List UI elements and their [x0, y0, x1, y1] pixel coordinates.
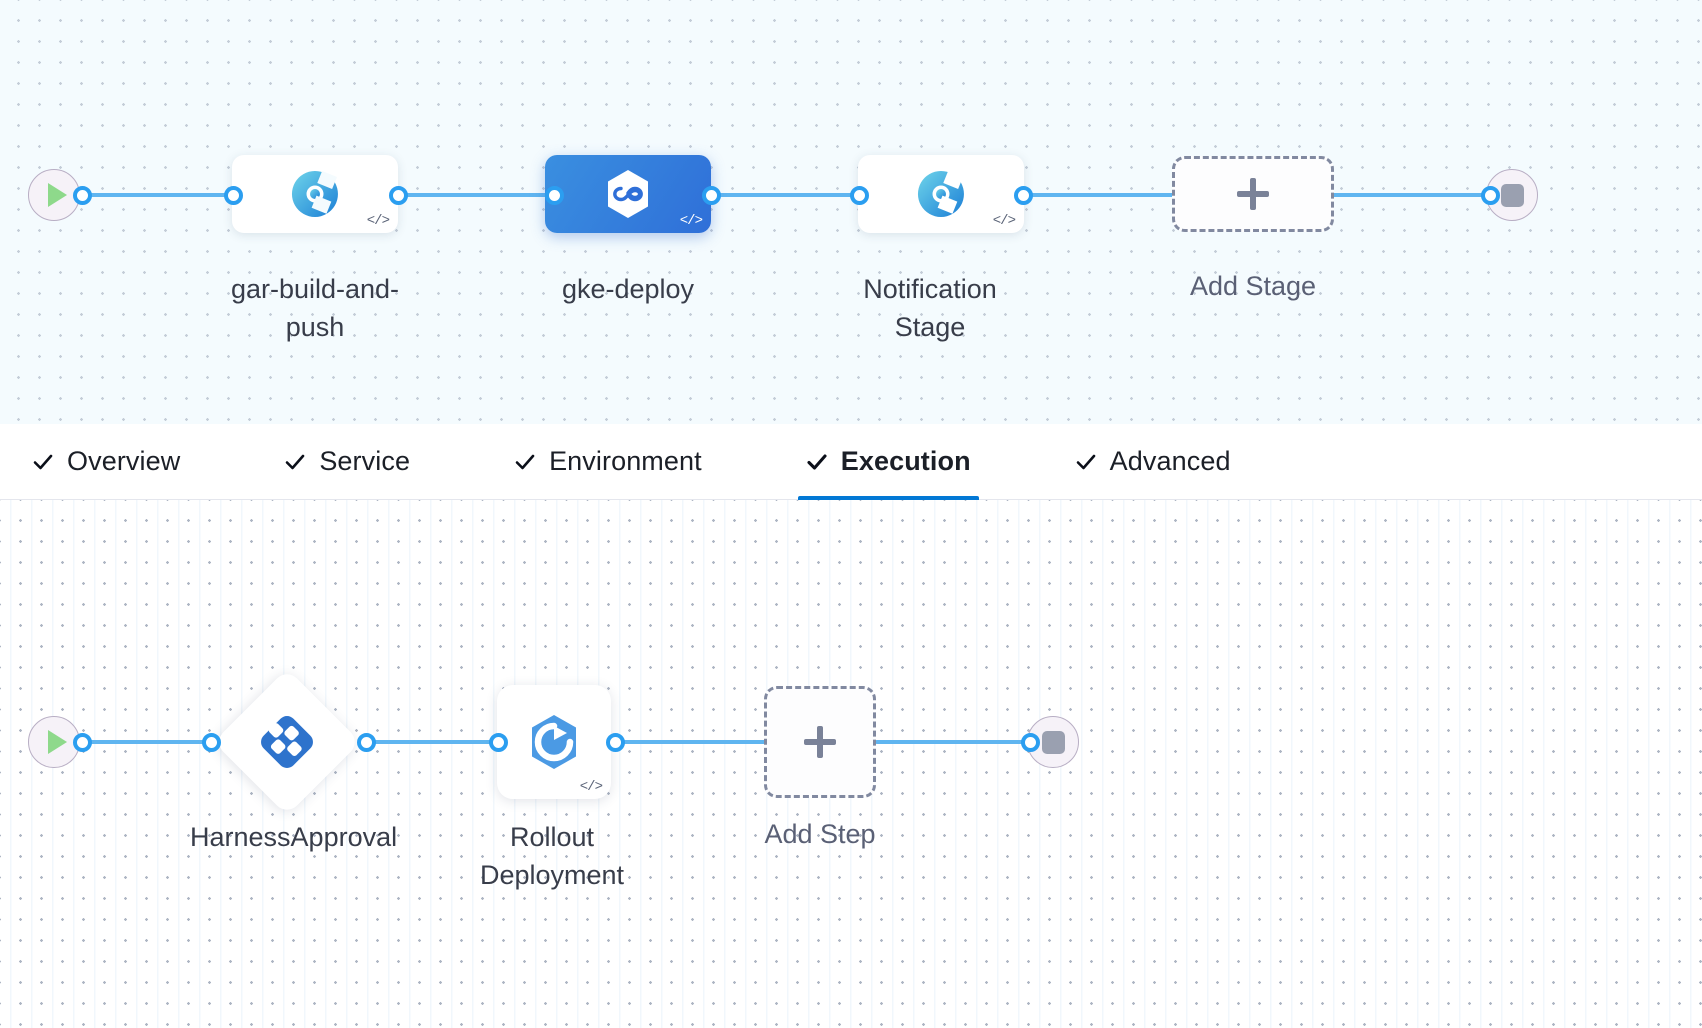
- port-stage2-out[interactable]: [702, 186, 721, 205]
- tab-execution[interactable]: Execution: [797, 424, 997, 500]
- check-icon: [32, 451, 54, 473]
- stage-label-gke-deploy: gke-deploy: [561, 274, 695, 304]
- edge-stage2-to-stage3: [705, 193, 863, 197]
- stage2-code-badge[interactable]: </>: [679, 213, 703, 229]
- edge-addstep-to-end: [875, 740, 1040, 744]
- plus-icon: [804, 726, 836, 758]
- check-icon: [514, 451, 536, 473]
- port-stage1-in[interactable]: [224, 186, 243, 205]
- rollout-code-badge[interactable]: </>: [579, 779, 603, 795]
- port-approval-out[interactable]: [357, 733, 376, 752]
- port-start-out[interactable]: [73, 186, 92, 205]
- port-rollout-out[interactable]: [606, 733, 625, 752]
- execution-graph-canvas[interactable]: HarnessApproval </> Rollout Deployment A…: [0, 500, 1702, 1028]
- stage-card-gar-build-and-push[interactable]: </>: [232, 155, 398, 233]
- tab-execution-label: Execution: [840, 446, 971, 476]
- edge-rollout-to-addstep: [610, 740, 775, 744]
- stage-label-notification-stage: Notification Stage: [863, 274, 997, 342]
- step-label-harness-approval: HarnessApproval: [190, 822, 398, 852]
- edge-approval-to-rollout: [360, 740, 505, 744]
- add-stage-button[interactable]: [1172, 156, 1334, 232]
- tab-service-label: Service: [319, 446, 411, 476]
- tab-overview[interactable]: Overview: [24, 424, 206, 500]
- stop-icon: [1041, 730, 1065, 754]
- tab-service[interactable]: Service: [276, 424, 436, 500]
- add-stage-label: Add Stage: [1189, 271, 1317, 301]
- step-card-rollout-deployment[interactable]: </>: [497, 685, 611, 799]
- tab-overview-label: Overview: [67, 446, 181, 476]
- pipeline-start-node[interactable]: [28, 169, 80, 221]
- port-stage2-in[interactable]: [545, 186, 564, 205]
- pipeline-end-node[interactable]: [1486, 169, 1538, 221]
- add-step-button[interactable]: [764, 686, 876, 798]
- harness-ci-build-icon: [915, 168, 967, 220]
- port-exec-end-in[interactable]: [1021, 733, 1040, 752]
- play-icon: [47, 183, 67, 207]
- tab-advanced-label: Advanced: [1109, 446, 1231, 476]
- harness-approval-icon: [258, 713, 316, 771]
- stage-card-gke-deploy[interactable]: </>: [545, 155, 711, 233]
- edge-start-to-stage1: [84, 193, 236, 197]
- port-rollout-in[interactable]: [489, 733, 508, 752]
- stage-card-notification-stage[interactable]: </>: [858, 155, 1024, 233]
- stage-graph-canvas[interactable]: </> gar-build-and-push </> gke-deploy: [0, 0, 1702, 424]
- port-exec-start-out[interactable]: [73, 733, 92, 752]
- k8s-rollout-icon: [523, 711, 585, 773]
- port-stage3-out[interactable]: [1014, 186, 1033, 205]
- edge-start-to-approval: [84, 740, 219, 744]
- check-icon: [284, 451, 306, 473]
- plus-icon: [1237, 178, 1269, 210]
- tab-environment-label: Environment: [549, 446, 702, 476]
- port-approval-in[interactable]: [202, 733, 221, 752]
- stop-icon: [1500, 183, 1524, 207]
- stage-config-tab-bar: Overview Service Environment Execution A…: [0, 424, 1702, 500]
- check-icon: [1075, 451, 1097, 473]
- stage-label-gar-build-and-push: gar-build-and-push: [230, 274, 400, 342]
- stage1-code-badge[interactable]: </>: [366, 213, 390, 229]
- play-icon: [47, 730, 67, 754]
- tab-advanced[interactable]: Advanced: [1067, 424, 1257, 500]
- edge-stage1-to-stage2: [392, 193, 557, 197]
- harness-cd-hexagon-icon: [601, 167, 655, 221]
- port-stage3-in[interactable]: [850, 186, 869, 205]
- edge-addstage-to-end: [1330, 193, 1492, 197]
- port-end-in[interactable]: [1481, 186, 1500, 205]
- stage3-code-badge[interactable]: </>: [992, 213, 1016, 229]
- step-label-rollout-deployment: Rollout Deployment: [479, 822, 625, 890]
- tab-environment[interactable]: Environment: [506, 424, 728, 500]
- check-icon: [806, 451, 828, 473]
- harness-ci-build-icon: [289, 168, 341, 220]
- add-step-label: Add Step: [764, 819, 876, 849]
- port-stage1-out[interactable]: [389, 186, 408, 205]
- edge-stage3-to-addstage: [1017, 193, 1185, 197]
